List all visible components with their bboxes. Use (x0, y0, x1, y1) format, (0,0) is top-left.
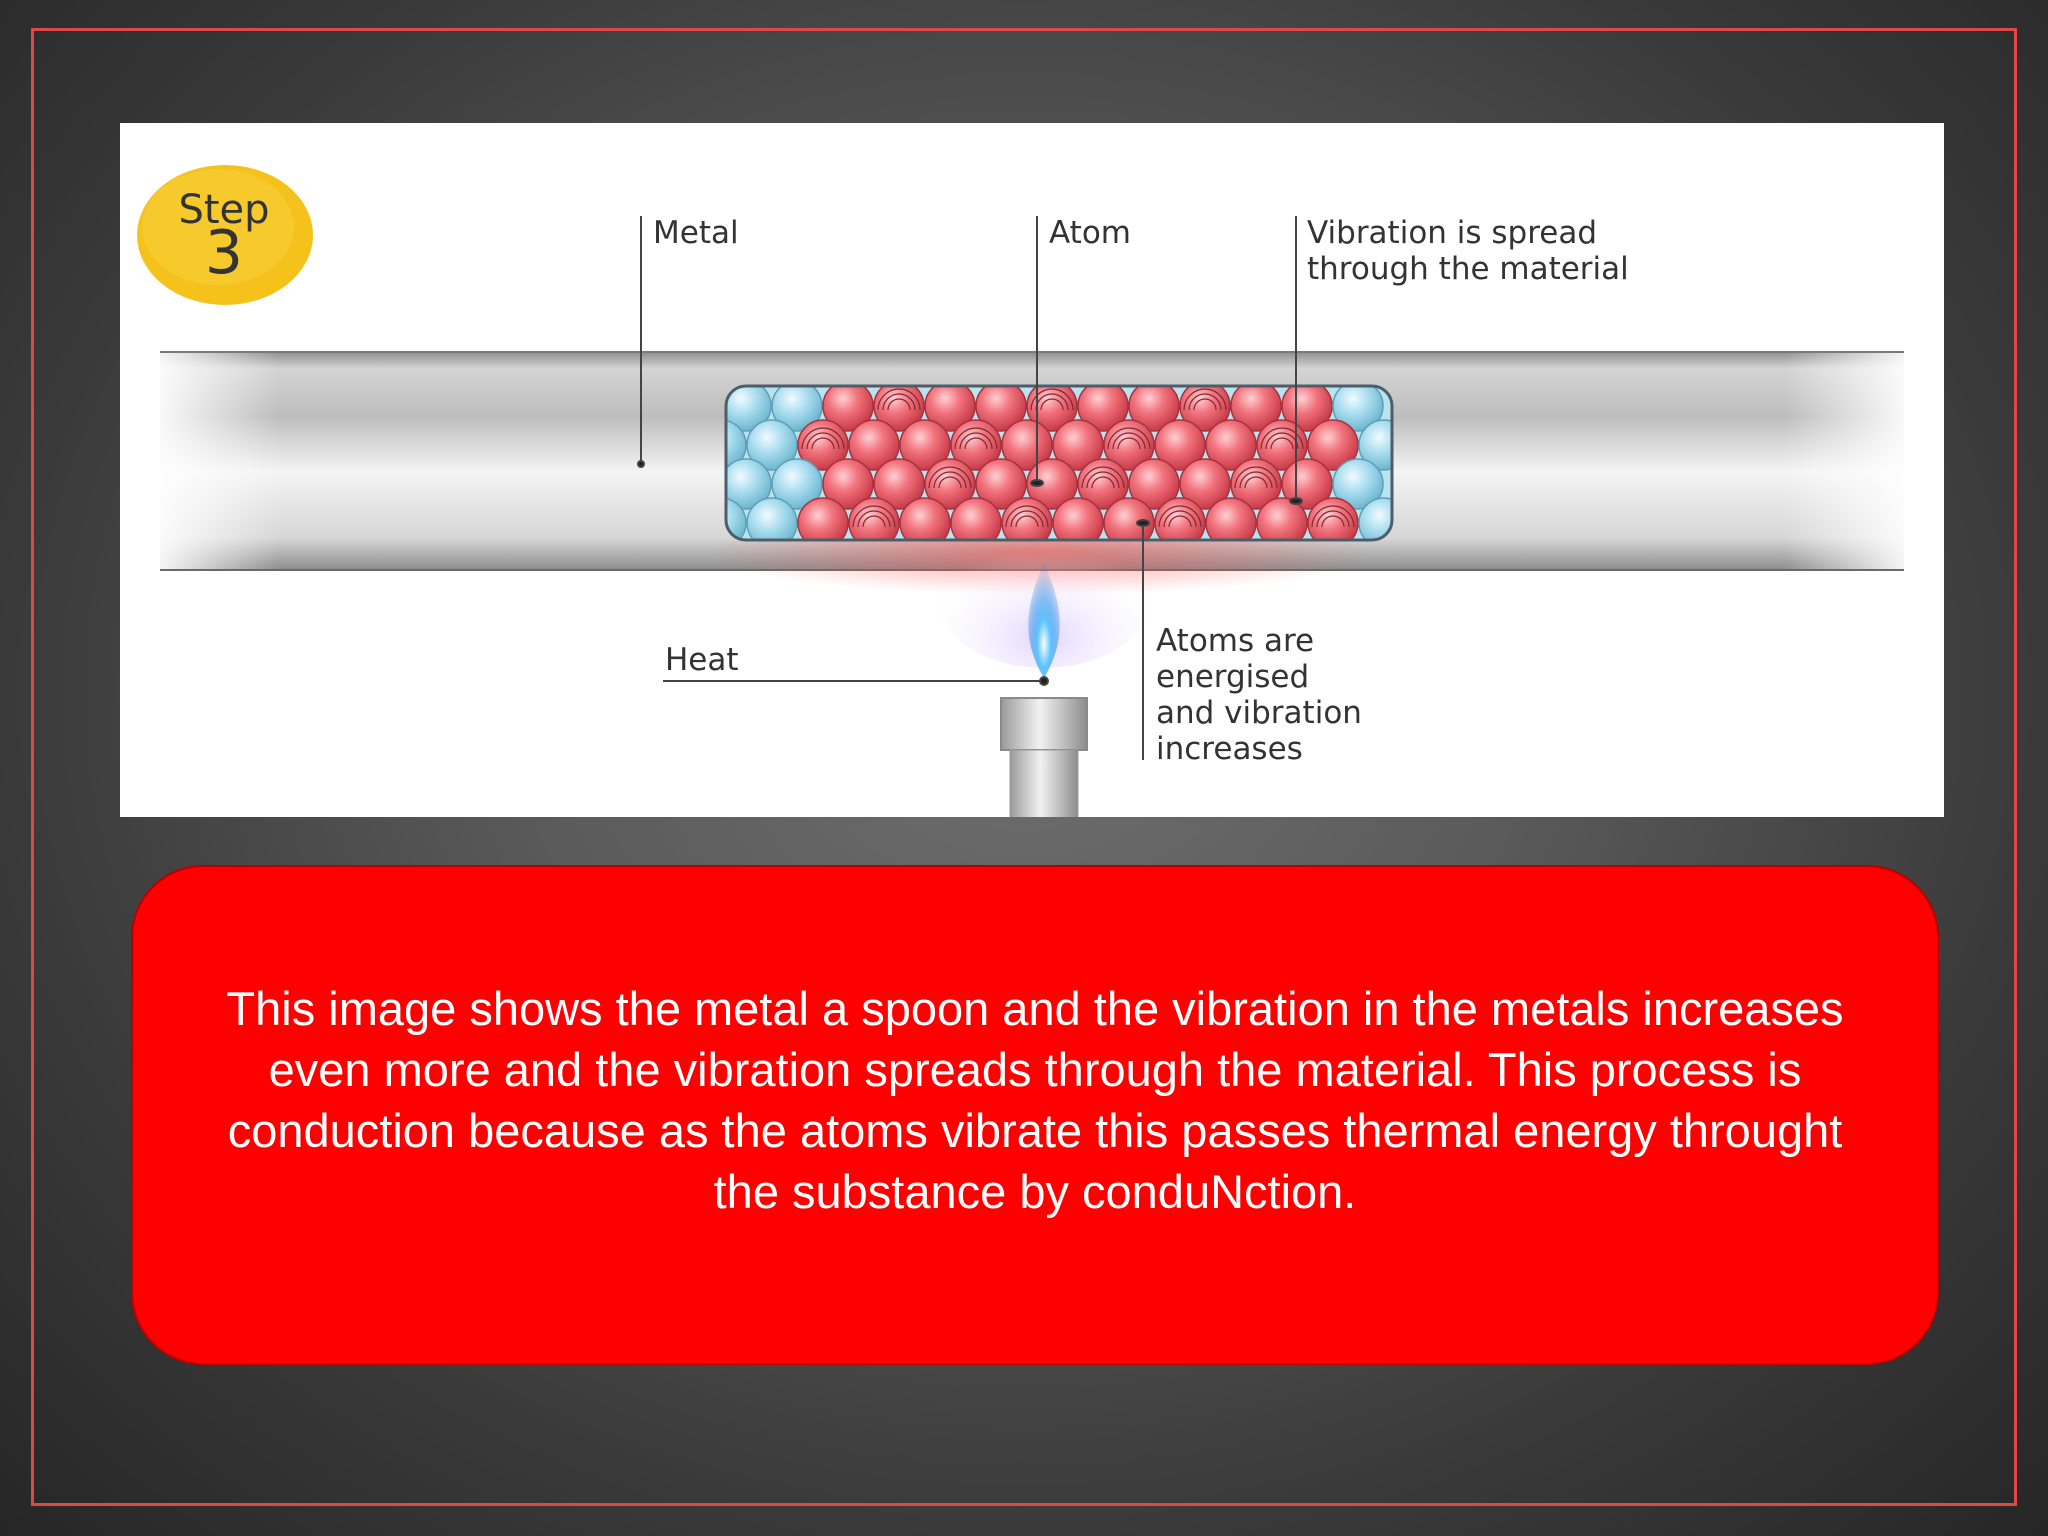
atom (1358, 497, 1392, 540)
atom (746, 497, 798, 540)
vibration-arc (1260, 427, 1304, 450)
vibration-arc (1168, 515, 1192, 528)
atom (924, 386, 976, 432)
vibration-arc (1270, 437, 1294, 450)
vibration-arc (1040, 398, 1064, 411)
vibration-arc (1188, 393, 1222, 411)
atom (1281, 458, 1333, 510)
vibration-arc (1234, 466, 1278, 489)
atom (848, 419, 900, 471)
atom (1307, 419, 1359, 471)
vibration-arc (1107, 427, 1151, 450)
vibration-arc (887, 398, 911, 411)
vibration-arc (1030, 388, 1074, 411)
atom (899, 497, 951, 540)
vibration-arc (1163, 510, 1197, 528)
vibration-arc (938, 476, 962, 489)
vibration-arc (1193, 398, 1217, 411)
vibration-arc (1086, 471, 1120, 489)
atom (797, 497, 849, 540)
vibration-arc (1117, 437, 1141, 450)
vibration-arc (862, 515, 886, 528)
vibration-arc (1091, 476, 1115, 489)
atom (1332, 386, 1384, 432)
atom (1205, 419, 1257, 471)
atom (771, 386, 823, 432)
vibration-arc (964, 437, 988, 450)
label-energised-line-1: Atoms are (1156, 623, 1314, 659)
vibration-arc (801, 427, 845, 450)
label-energised-line-3: and vibration (1156, 695, 1362, 731)
leader-lines (637, 216, 1303, 760)
atom (1332, 458, 1384, 510)
atom (746, 419, 798, 471)
atom (1230, 386, 1282, 432)
vibration-arc (954, 427, 998, 450)
atom (1077, 386, 1129, 432)
atom (726, 386, 772, 432)
atom (1052, 419, 1104, 471)
atom (822, 458, 874, 510)
caption-box: This image shows the metal a spoon and t… (131, 865, 1939, 1365)
flame-icon (1028, 563, 1060, 678)
atom (771, 458, 823, 510)
vibration-arc (882, 393, 916, 411)
atom (1281, 386, 1333, 432)
vibration-arc (928, 466, 972, 489)
conduction-diagram: Step 3 (120, 123, 1944, 817)
vibration-arc (1081, 466, 1125, 489)
atom (1205, 497, 1257, 540)
vibration-arc (1239, 471, 1273, 489)
atom (873, 458, 925, 510)
label-atom: Atom (1049, 215, 1131, 251)
atom (726, 458, 772, 510)
vibration-arc (1316, 510, 1350, 528)
vibration-arc (1183, 388, 1227, 411)
vibration-arc (1311, 505, 1355, 528)
atom (726, 419, 747, 471)
diagram-svg: Step 3 (137, 165, 1904, 817)
atom (975, 458, 1027, 510)
vibration-arc (959, 432, 993, 450)
step-badge-number: 3 (205, 218, 243, 288)
vibration-arc (811, 437, 835, 450)
label-vibration-line-2: through the material (1307, 251, 1629, 287)
atom (1001, 419, 1053, 471)
burner (934, 518, 1154, 817)
vibration-arc (1112, 432, 1146, 450)
vibration-arc (933, 471, 967, 489)
vibration-arc (1321, 515, 1345, 528)
atom (899, 419, 951, 471)
vibration-arc (877, 388, 921, 411)
atom (1154, 419, 1206, 471)
atom (1128, 386, 1180, 432)
atom (1179, 458, 1231, 510)
label-vibration-line-1: Vibration is spread (1307, 215, 1597, 251)
atom (1026, 458, 1078, 510)
label-energised-line-4: increases (1156, 731, 1303, 767)
vibration-arc (806, 432, 840, 450)
vibration-arc (852, 505, 896, 528)
slide-frame (31, 28, 2017, 1506)
step-badge-word: Step (178, 187, 269, 233)
atom (975, 386, 1027, 432)
vibration-arc (1244, 476, 1268, 489)
atom (1128, 458, 1180, 510)
atom (1256, 497, 1308, 540)
label-metal: Metal (653, 215, 739, 251)
atom-cluster (724, 384, 1394, 542)
atom (1358, 419, 1392, 471)
vibration-arc (857, 510, 891, 528)
label-heat: Heat (665, 642, 739, 678)
vibration-arc (1158, 505, 1202, 528)
atom (822, 386, 874, 432)
step-badge (137, 165, 313, 305)
atom (1103, 497, 1155, 540)
caption-text: This image shows the metal a spoon and t… (226, 982, 1844, 1218)
label-energised-line-2: energised (1156, 659, 1309, 695)
